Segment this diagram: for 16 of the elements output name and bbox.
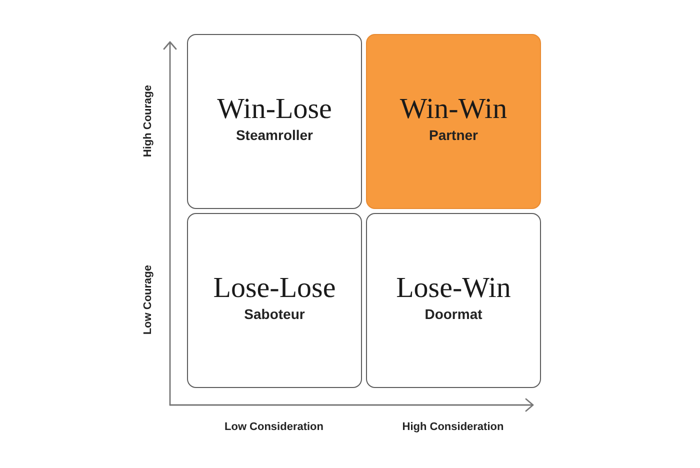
quadrant-box [366, 34, 541, 209]
quadrant-box [187, 34, 362, 209]
quadrant-box [187, 213, 362, 388]
axis-label: High Consideration [402, 420, 504, 434]
quadrant-subtitle: Doormat [424, 306, 482, 322]
axis-label: Low Courage [142, 265, 154, 335]
quadrant-subtitle: Saboteur [244, 306, 305, 322]
axis-label: Low Consideration [224, 420, 324, 434]
quadrant-title: Win-Lose [217, 93, 332, 125]
quadrant-subtitle: Steamroller [236, 127, 314, 143]
quadrant-title: Lose-Win [396, 272, 511, 304]
quadrant-title: Win-Win [400, 93, 508, 125]
axis-label: High Courage [142, 84, 154, 158]
quadrant-subtitle: Partner [428, 127, 478, 143]
quadrant-title: Lose-Lose [213, 272, 336, 304]
quadrant-box [366, 213, 541, 388]
